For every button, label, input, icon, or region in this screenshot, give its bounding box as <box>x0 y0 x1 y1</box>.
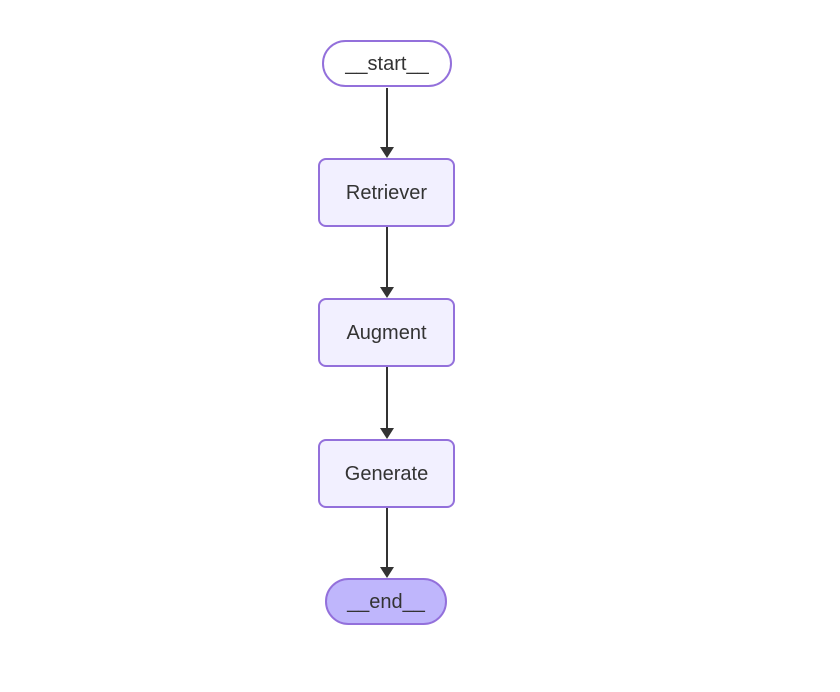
edge-line <box>386 227 388 288</box>
arrowhead-icon <box>380 147 394 158</box>
edge-line <box>386 367 388 429</box>
node-retriever: Retriever <box>318 158 455 227</box>
node-generate: Generate <box>318 439 455 508</box>
edge-line <box>386 88 388 148</box>
arrowhead-icon <box>380 567 394 578</box>
node-start-label: __start__ <box>345 52 429 75</box>
arrowhead-icon <box>380 287 394 298</box>
node-generate-label: Generate <box>344 462 429 485</box>
node-retriever-label: Retriever <box>345 181 428 204</box>
node-end-label: __end__ <box>347 590 425 613</box>
node-augment-label: Augment <box>346 321 427 344</box>
edge-line <box>386 508 388 568</box>
node-end: __end__ <box>325 578 447 625</box>
node-augment: Augment <box>318 298 455 367</box>
arrowhead-icon <box>380 428 394 439</box>
node-start: __start__ <box>322 40 452 87</box>
